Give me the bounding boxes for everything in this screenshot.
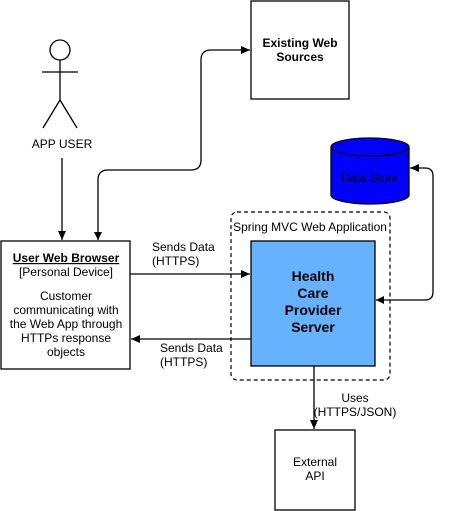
browser-desc-2: communicating with <box>13 303 118 317</box>
edge-label-sends-bottom-2: (HTTPS) <box>160 355 207 369</box>
app-user-actor <box>42 39 78 129</box>
browser-desc-1: Customer <box>40 289 92 303</box>
edge-label-sends-top-1: Sends Data <box>152 240 215 254</box>
user-web-browser-box <box>0 240 131 370</box>
server-line2: Care <box>297 285 328 301</box>
existing-web-sources-box <box>250 0 350 100</box>
existing-sources-line2: Sources <box>276 50 324 64</box>
server-line4: Server <box>291 319 335 335</box>
browser-desc-5: objects <box>47 345 85 359</box>
external-api-line2: API <box>305 469 324 483</box>
edge-label-sends-top-2: (HTTPS) <box>152 254 199 268</box>
spring-mvc-label: Spring MVC Web Application <box>233 220 387 234</box>
health-care-provider-server <box>250 240 376 367</box>
data-store-label: Data Store <box>341 171 399 185</box>
actor-head <box>49 39 71 61</box>
server-line3: Provider <box>285 302 342 318</box>
edge-browser-existing-sources <box>94 46 250 240</box>
browser-subtitle: [Personal Device] <box>19 265 113 279</box>
server-line1: Health <box>292 268 335 284</box>
browser-desc-4: HTTPs response <box>21 331 111 345</box>
edge-server-data-store <box>376 164 434 304</box>
actor-label: APP USER <box>32 137 93 151</box>
existing-sources-line1: Existing Web <box>262 36 337 50</box>
external-api-box <box>274 429 356 511</box>
edge-label-uses-1: Uses <box>341 391 368 405</box>
external-api-line1: External <box>293 455 337 469</box>
edge-label-uses-2: (HTTPS/JSON) <box>314 405 397 419</box>
edge-label-sends-bottom-1: Sends Data <box>160 341 223 355</box>
browser-desc-3: the Web App through <box>10 317 123 331</box>
browser-title: User Web Browser <box>13 251 120 265</box>
